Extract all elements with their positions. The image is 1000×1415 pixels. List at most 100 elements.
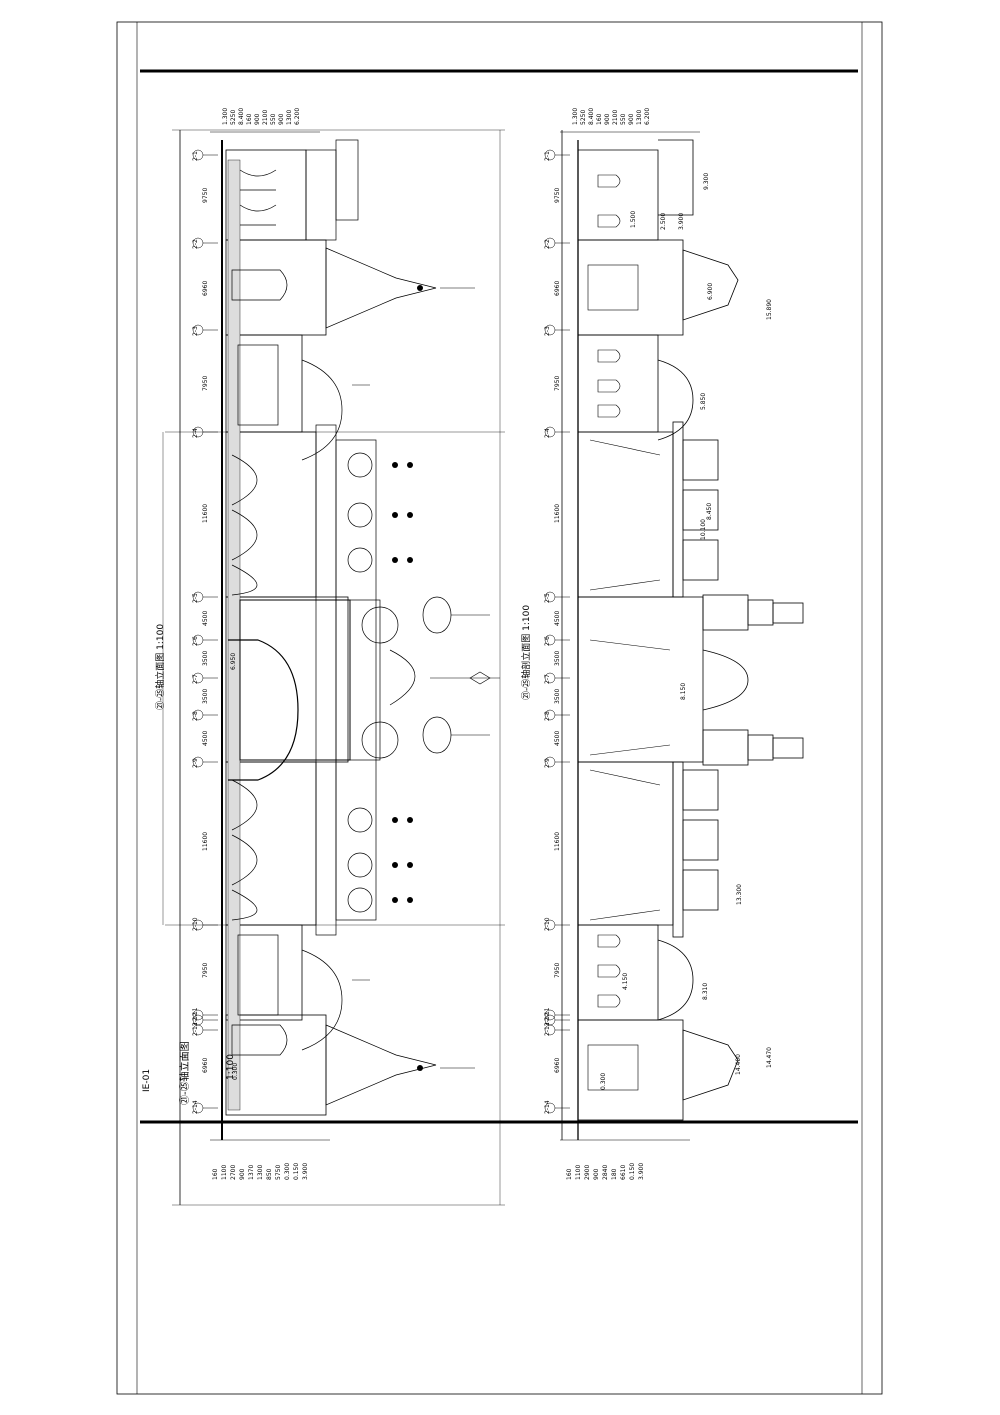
- top-dimension: 2100: [262, 109, 269, 125]
- bay-dimension: 6960: [202, 280, 209, 296]
- finial-ornament: [407, 862, 413, 868]
- bay-dimension: 6960: [554, 280, 561, 296]
- finial-ornament: [407, 557, 413, 563]
- level-mark: 6.950: [230, 652, 237, 670]
- grid-label: 2-3: [544, 326, 551, 336]
- grid-label: 2-4: [192, 428, 199, 438]
- grid-label: 2-4: [544, 428, 551, 438]
- level-mark: 4.150: [622, 972, 629, 990]
- bottom-dimension: 1100: [575, 1164, 582, 1180]
- front-elevation-drawing: [162, 129, 505, 1206]
- bottom-dimension: 1370: [248, 1164, 255, 1180]
- bottom-dimension: 3.900: [302, 1162, 309, 1180]
- grid-label: 2-2: [192, 239, 199, 249]
- bay-dimension: 9750: [202, 187, 209, 203]
- top-dimension: 8.400: [238, 107, 245, 125]
- bay-dimension: 7950: [202, 375, 209, 391]
- bay-dimension: 4500: [554, 730, 561, 746]
- grid-label: 2-8: [544, 711, 551, 721]
- finial-ornament: [407, 817, 413, 823]
- bay-dimension: 3500: [202, 650, 209, 666]
- section-elevation-drawing: [544, 130, 804, 1141]
- grid-label: 2-8: [192, 711, 199, 721]
- top-dimension: 6.200: [294, 107, 301, 125]
- grid-label: 2-2: [544, 239, 551, 249]
- level-mark: 14.400: [735, 1054, 742, 1075]
- grid-label: 2-6: [544, 636, 551, 646]
- top-dimension: 1.300: [222, 107, 229, 125]
- grid-label: 2-13: [192, 1022, 199, 1036]
- bottom-dimension: 2840: [602, 1164, 609, 1180]
- bay-dimension: 11600: [202, 503, 209, 523]
- bottom-dimension: 6610: [620, 1164, 627, 1180]
- level-mark: 10.100: [700, 519, 707, 540]
- bay-dimension: 3500: [554, 650, 561, 666]
- grid-label: 2-10: [192, 917, 199, 931]
- grid-label: 2-13: [544, 1022, 551, 1036]
- sheet-number: IE-01: [142, 1068, 152, 1092]
- level-mark: 0.300: [600, 1072, 607, 1090]
- bay-dimension: 4500: [202, 610, 209, 626]
- top-dimension: 160: [246, 113, 253, 125]
- level-mark: 15.890: [766, 299, 773, 320]
- top-dimension: 160: [596, 113, 603, 125]
- bay-dimension: 4500: [554, 610, 561, 626]
- top-dimension: 900: [278, 113, 285, 125]
- top-dimension: 8.400: [588, 107, 595, 125]
- bottom-dimension: 0.150: [629, 1162, 636, 1180]
- grid-label: 2-5: [192, 593, 199, 603]
- bottom-dimension: 0.150: [293, 1162, 300, 1180]
- bay-dimension: 11600: [554, 503, 561, 523]
- finial-ornament: [417, 1065, 423, 1071]
- level-mark: 5.850: [700, 392, 707, 410]
- sheet-frame: [116, 21, 883, 1395]
- level-mark: 14.470: [766, 1047, 773, 1068]
- level-mark: 6.900: [707, 282, 714, 300]
- finial-ornament: [407, 512, 413, 518]
- left-drawing-caption: ㉑-㉕轴立面图 1:100: [156, 623, 166, 710]
- bottom-dimension: 160: [566, 1168, 573, 1180]
- finial-ornament: [392, 862, 398, 868]
- grid-label: 2-1: [544, 151, 551, 161]
- top-dimension: 1300: [286, 109, 293, 125]
- grid-label: 2-5: [544, 593, 551, 603]
- bottom-dimension: 2700: [230, 1164, 237, 1180]
- finial-ornament: [407, 897, 413, 903]
- top-dimension: 5250: [230, 109, 237, 125]
- finial-ornament: [392, 557, 398, 563]
- bay-dimension: 6960: [554, 1057, 561, 1073]
- grid-label: 2-14: [192, 1100, 199, 1114]
- bottom-dimension: 900: [593, 1168, 600, 1180]
- bay-dimension: 3500: [202, 688, 209, 704]
- bay-dimension: 11600: [554, 831, 561, 851]
- grid-label: 2-10: [544, 917, 551, 931]
- finial-ornament: [392, 462, 398, 468]
- bottom-dimension: 1300: [257, 1164, 264, 1180]
- top-dimension: 550: [270, 113, 277, 125]
- bay-dimension: 11600: [202, 831, 209, 851]
- finial-ornament: [407, 462, 413, 468]
- top-dimension: 900: [628, 113, 635, 125]
- bay-dimension: 4500: [202, 730, 209, 746]
- bay-dimension: 7950: [554, 962, 561, 978]
- grid-label: 2-9: [192, 758, 199, 768]
- level-mark: 9.300: [703, 172, 710, 190]
- bottom-dimension: 900: [239, 1168, 246, 1180]
- bottom-dimension: 3.900: [638, 1162, 645, 1180]
- top-dimension: 6.200: [644, 107, 651, 125]
- top-dimension: 900: [604, 113, 611, 125]
- level-mark: 13.300: [736, 884, 743, 905]
- finial-ornament: [392, 897, 398, 903]
- right-drawing-caption: ㉑-㉕轴剖立面图 1:100: [522, 604, 532, 700]
- bottom-dimension: 160: [212, 1168, 219, 1180]
- top-dimension: 900: [254, 113, 261, 125]
- level-mark: 0.300: [232, 1062, 239, 1080]
- drawing-title: ㉑-㉕轴立面图: [180, 1041, 191, 1105]
- level-mark: 8.450: [706, 502, 713, 520]
- bay-dimension: 9750: [554, 187, 561, 203]
- top-dimension: 1.300: [572, 107, 579, 125]
- bay-dimension: 7950: [554, 375, 561, 391]
- top-dimension: 5250: [580, 109, 587, 125]
- finial-ornament: [392, 817, 398, 823]
- grid-label: 2-3: [192, 326, 199, 336]
